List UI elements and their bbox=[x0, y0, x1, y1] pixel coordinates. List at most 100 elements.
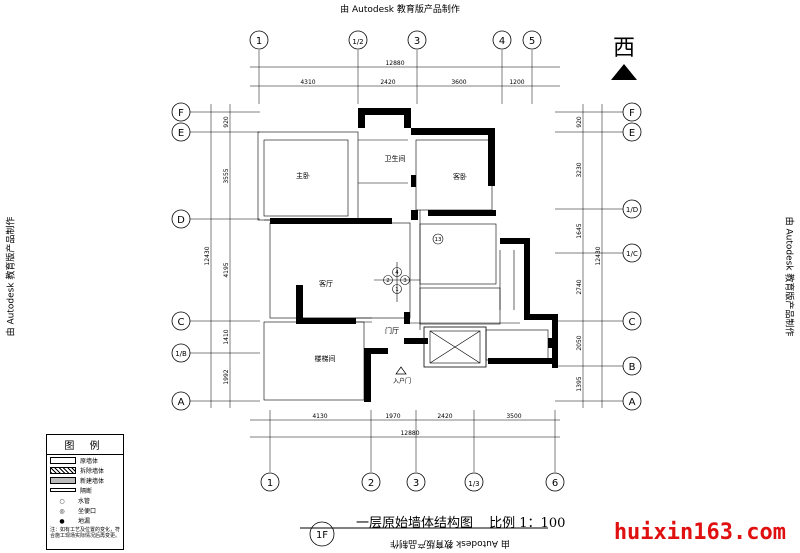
right-axis-label: 1/C bbox=[626, 250, 638, 258]
left-axis-label: D bbox=[177, 215, 185, 226]
legend-note: 注：如有工艺及位置的变化，符合施工现场实际情况后再变更。 bbox=[50, 527, 121, 539]
legend-item: 新建墙体 bbox=[47, 475, 123, 485]
room-label-master: 主卧 bbox=[296, 171, 310, 180]
solid-walls bbox=[270, 108, 558, 402]
dim-top-total: 12880 bbox=[385, 60, 404, 67]
top-dimension-lines bbox=[250, 50, 560, 104]
right-axis-label: C bbox=[629, 317, 636, 328]
watermark-top: 由 Autodesk 教育版产品制作 bbox=[340, 5, 460, 15]
compass-label: 西 bbox=[613, 36, 635, 61]
drawing-scale: 比例 1：100 bbox=[489, 516, 566, 531]
right-dimension-lines bbox=[555, 104, 623, 408]
legend-item-label: 拆除墙体 bbox=[80, 467, 105, 475]
legend-item: 隔断 bbox=[47, 485, 123, 495]
drawing-title: 一层原始墙体结构图 比例 1：100 bbox=[310, 512, 565, 531]
dim-left-segment: 4195 bbox=[223, 262, 230, 277]
dim-left-segment: 3555 bbox=[223, 168, 230, 183]
dim-left-segment: 1992 bbox=[223, 369, 230, 384]
marker-label: 3 bbox=[403, 278, 407, 284]
legend-item: 拆除墙体 bbox=[47, 465, 123, 475]
left-axis-bubbles bbox=[171, 102, 191, 411]
left-axis-label: F bbox=[178, 108, 184, 119]
floor-tag-circle bbox=[309, 521, 335, 547]
marker-label: 2 bbox=[386, 278, 390, 284]
dim-bottom-segment: 4130 bbox=[312, 413, 327, 420]
wall-outlines bbox=[257, 131, 549, 401]
elevator-shaft bbox=[423, 326, 487, 368]
legend-title: 图 例 bbox=[47, 437, 123, 455]
top-axis-label: 5 bbox=[529, 36, 535, 47]
room-label-guest: 客卧 bbox=[453, 172, 467, 181]
bottom-axis-label: 6 bbox=[552, 478, 558, 489]
dim-right-segment: 1645 bbox=[576, 223, 583, 238]
marker-label: 4 bbox=[395, 270, 399, 276]
top-axis-bubbles bbox=[249, 30, 542, 50]
dim-bottom-segment: 2420 bbox=[437, 413, 452, 420]
dim-right-segment: 1395 bbox=[576, 376, 583, 391]
dim-top-segment: 3600 bbox=[451, 79, 466, 86]
north-arrow-icon bbox=[611, 64, 637, 80]
top-axis-label: 1/2 bbox=[352, 38, 363, 46]
bottom-axis-bubbles bbox=[260, 472, 565, 492]
room-label-stair: 楼梯间 bbox=[315, 354, 336, 363]
legend-item: 原墙体 bbox=[47, 455, 123, 465]
dim-right-total: 12430 bbox=[595, 246, 602, 265]
bottom-axis-label: 1/3 bbox=[468, 480, 479, 488]
bottom-axis-label: 2 bbox=[368, 478, 374, 489]
dim-right-segment: 2740 bbox=[576, 279, 583, 294]
room-label-entrance: 入户门 bbox=[393, 377, 411, 385]
center-markers bbox=[374, 233, 444, 302]
dim-top-segment: 4310 bbox=[300, 79, 315, 86]
top-axis-label: 4 bbox=[499, 36, 505, 47]
legend-item-label: 坐便口 bbox=[78, 507, 97, 515]
legend-item-label: 原墙体 bbox=[80, 457, 99, 465]
dim-left-total: 12430 bbox=[204, 246, 211, 265]
legend-item-label: 新建墙体 bbox=[80, 477, 105, 485]
room-label-living: 客厅 bbox=[319, 279, 333, 288]
room-label-foyer: 门厅 bbox=[385, 326, 399, 335]
dim-top-segment: 1200 bbox=[509, 79, 524, 86]
dim-top-segment: 2420 bbox=[380, 79, 395, 86]
top-axis-label: 3 bbox=[414, 36, 420, 47]
top-axis-label: 1 bbox=[256, 36, 262, 47]
watermark-left: 由 Autodesk 教育版产品制作 bbox=[6, 216, 17, 337]
legend-item-label: 地漏 bbox=[78, 517, 91, 525]
legend-item: ●地漏 bbox=[59, 517, 91, 525]
dim-right-segment: 3230 bbox=[576, 162, 583, 177]
left-axis-label: A bbox=[178, 397, 185, 408]
dim-bottom-total: 12880 bbox=[400, 430, 419, 437]
watermark-bottom: 由 Autodesk 教育版产品制作 bbox=[390, 538, 510, 548]
left-axis-label: E bbox=[178, 128, 184, 139]
left-dimension-lines bbox=[190, 104, 260, 408]
legend-item: ◎坐便口 bbox=[59, 507, 97, 515]
room-label-bath: 卫生间 bbox=[385, 154, 406, 163]
right-axis-label: F bbox=[629, 108, 635, 119]
bottom-dimension-lines bbox=[250, 410, 560, 472]
marker-label: 13 bbox=[435, 237, 442, 243]
entrance-arrow-icon bbox=[395, 366, 407, 375]
dim-right-segment: 2050 bbox=[576, 335, 583, 350]
site-brand: huixin163.com bbox=[613, 520, 786, 545]
marker-label: 1 bbox=[395, 287, 399, 293]
right-axis-label: B bbox=[629, 362, 636, 373]
legend-item-label: 水管 bbox=[78, 497, 91, 505]
watermark-right: 由 Autodesk 教育版产品制作 bbox=[783, 216, 794, 337]
legend-item-label: 隔断 bbox=[80, 487, 93, 495]
dim-bottom-segment: 1970 bbox=[385, 413, 400, 420]
drawing-title-text: 一层原始墙体结构图 bbox=[356, 516, 474, 531]
left-axis-label: 1/B bbox=[175, 350, 187, 358]
right-axis-label: A bbox=[629, 397, 636, 408]
dim-bottom-segment: 3500 bbox=[506, 413, 521, 420]
dim-left-segment: 920 bbox=[223, 116, 230, 128]
dim-right-segment: 920 bbox=[576, 116, 583, 128]
legend-box: 图 例 原墙体 拆除墙体 新建墙体 隔断 ○水管 ◎坐便口 ●地漏 注：如有工艺… bbox=[46, 434, 124, 550]
right-axis-label: E bbox=[629, 128, 635, 139]
floor-tag: 1F bbox=[316, 530, 328, 541]
left-axis-label: C bbox=[178, 317, 185, 328]
bottom-axis-label: 3 bbox=[413, 478, 419, 489]
dim-left-segment: 1410 bbox=[223, 329, 230, 344]
bottom-axis-label: 1 bbox=[267, 478, 273, 489]
legend-item: ○水管 bbox=[59, 497, 91, 505]
right-axis-label: 1/D bbox=[626, 206, 638, 214]
